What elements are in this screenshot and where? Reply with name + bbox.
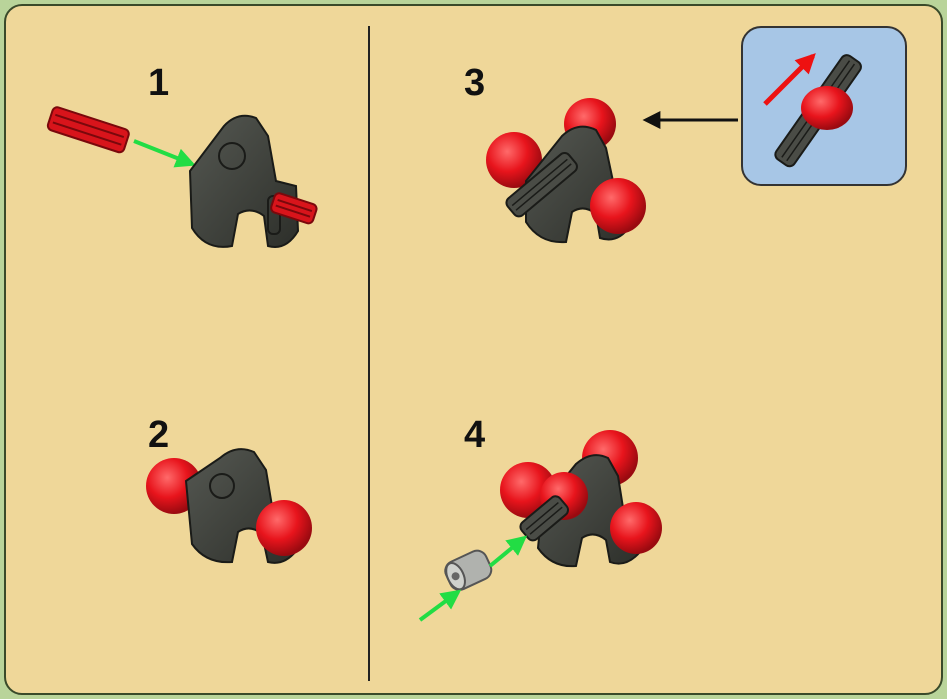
column-divider — [368, 26, 370, 681]
red-ball-icon — [610, 502, 662, 554]
dark-axle-icon — [505, 152, 578, 218]
red-axle-icon — [270, 192, 318, 225]
callout-illustration — [763, 53, 862, 168]
dark-axle-icon — [519, 495, 569, 542]
red-ball-icon — [256, 500, 312, 556]
step-number-2: 2 — [148, 414, 170, 456]
red-ball-icon — [486, 132, 542, 188]
detail-callout — [741, 26, 907, 186]
red-arrow-icon — [763, 53, 816, 106]
gray-bushing-icon — [444, 549, 493, 591]
step-1-illustration — [46, 106, 318, 248]
step-4-illustration — [418, 430, 662, 622]
red-ball-icon — [801, 86, 853, 130]
instruction-panel: 1 2 3 4 — [4, 4, 943, 695]
step-number-3: 3 — [464, 62, 486, 104]
red-ball-icon — [590, 178, 646, 234]
step-3-illustration — [486, 98, 738, 244]
step-number-1: 1 — [148, 62, 170, 104]
red-axle-icon — [46, 106, 130, 154]
step-number-4: 4 — [464, 414, 486, 456]
green-arrow-icon — [488, 535, 528, 568]
green-arrow-icon — [133, 139, 196, 168]
step-2-illustration — [146, 448, 312, 564]
green-arrow-icon — [418, 589, 462, 622]
